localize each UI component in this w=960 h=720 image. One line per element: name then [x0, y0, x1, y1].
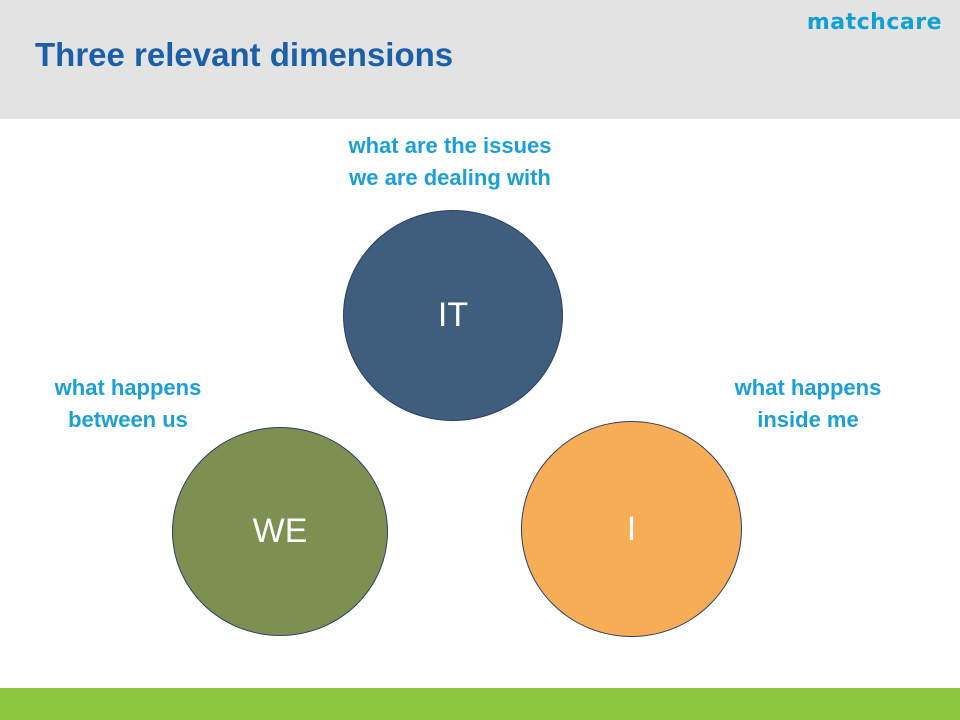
- we-caption: what happens between us: [8, 372, 248, 436]
- we-circle-label: WE: [252, 512, 308, 550]
- it-circle-label: IT: [437, 296, 469, 334]
- it-caption-line2: we are dealing with: [349, 165, 551, 190]
- i-circle: I: [521, 421, 742, 637]
- we-caption-line1: what happens: [54, 375, 202, 400]
- it-circle: IT: [343, 210, 563, 421]
- we-circle: WE: [172, 427, 388, 636]
- slide-title: Three relevant dimensions: [35, 36, 454, 73]
- we-caption-line2: between us: [68, 407, 188, 432]
- i-caption-line2: inside me: [757, 407, 859, 432]
- it-caption-line1: what are the issues: [348, 133, 552, 158]
- matchcare-logo: matchcare: [806, 10, 942, 35]
- i-caption-line1: what happens: [734, 375, 882, 400]
- header-band: [0, 0, 960, 119]
- footer-band: [0, 688, 960, 720]
- i-caption: what happens inside me: [688, 372, 928, 436]
- i-circle-label: I: [626, 509, 637, 548]
- it-caption: what are the issues we are dealing with: [300, 130, 600, 194]
